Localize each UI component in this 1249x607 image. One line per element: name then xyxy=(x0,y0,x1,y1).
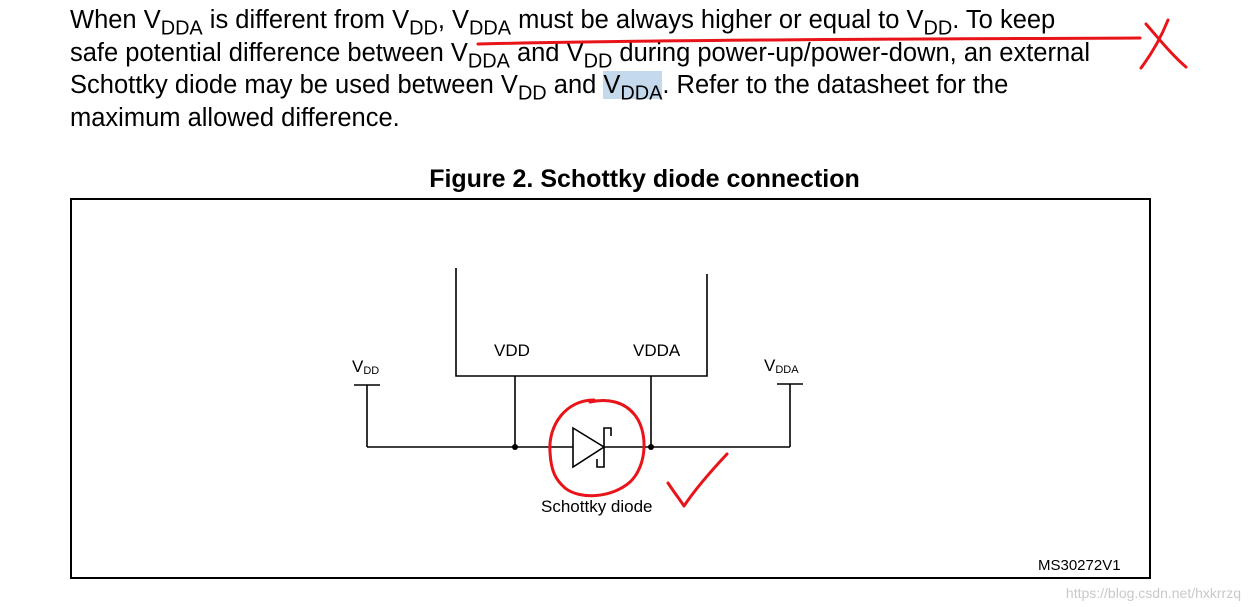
chip-pin-label-vdd: VDD xyxy=(494,341,530,360)
red-cross-mark-stroke-1 xyxy=(1144,22,1188,69)
diode-schottky-bar xyxy=(596,427,612,468)
red-check-mark xyxy=(666,452,729,508)
text-run: and xyxy=(546,71,604,99)
chip-pin-label-vdda: VDDA xyxy=(633,341,681,360)
paragraph-line-4: maximum allowed difference. xyxy=(70,103,400,132)
subscript: DD xyxy=(409,17,438,40)
red-annotations xyxy=(476,18,1188,508)
supply-label-vdd: VDD xyxy=(352,357,379,377)
text-run: is different from V xyxy=(202,6,410,34)
red-underline-mark xyxy=(476,36,1142,46)
paragraph-line-2: safe potential difference between VDDA a… xyxy=(70,37,1160,72)
figure-reference-code: MS30272V1 xyxy=(1038,557,1121,574)
body-paragraph: When VDDA is different from VDD, VDDA mu… xyxy=(70,4,1160,134)
text-run: . Refer to the datasheet for the xyxy=(662,71,1009,99)
schottky-diode-symbol xyxy=(572,426,612,469)
diode-label: Schottky diode xyxy=(541,497,653,516)
text-run: , V xyxy=(437,6,470,34)
text-run: V xyxy=(603,71,621,99)
subscript: DDA xyxy=(467,49,510,72)
subscript: DD xyxy=(583,49,613,72)
text-selection-highlight[interactable]: VDDA xyxy=(603,71,663,103)
paragraph-line-3: Schottky diode may be used between VDD a… xyxy=(70,69,1160,105)
red-circle-mark xyxy=(548,398,646,498)
subscript: DDA xyxy=(160,17,203,40)
subscript: DD xyxy=(923,17,953,40)
text-run: Schottky diode may be used between V xyxy=(70,71,518,99)
figure-title: Figure 2. Schottky diode connection xyxy=(429,165,860,193)
circuit-wires xyxy=(354,268,803,448)
subscript: DDA xyxy=(469,17,512,40)
text-run: When V xyxy=(70,6,161,34)
red-cross-mark-stroke-2 xyxy=(1139,18,1170,70)
watermark: https://blog.csdn.net/hxkrrzq xyxy=(1065,585,1241,601)
subscript: DDA xyxy=(620,82,663,105)
figure-frame xyxy=(70,198,1151,579)
text-run: during power-up/power-down, an external xyxy=(612,38,1091,67)
junction-dot-left xyxy=(512,444,518,450)
junction-dot-right xyxy=(648,444,654,450)
subscript: DD xyxy=(517,82,547,105)
supply-label-vdda: VDDA xyxy=(764,356,799,376)
diode-triangle xyxy=(572,426,606,469)
chip-outline xyxy=(455,268,708,377)
text-run: . To keep xyxy=(952,6,1056,34)
paragraph-line-1: When VDDA is different from VDD, VDDA mu… xyxy=(70,4,1160,40)
text-run: safe potential difference between V xyxy=(70,38,468,67)
text-run: must be always higher or equal to V xyxy=(511,6,924,34)
